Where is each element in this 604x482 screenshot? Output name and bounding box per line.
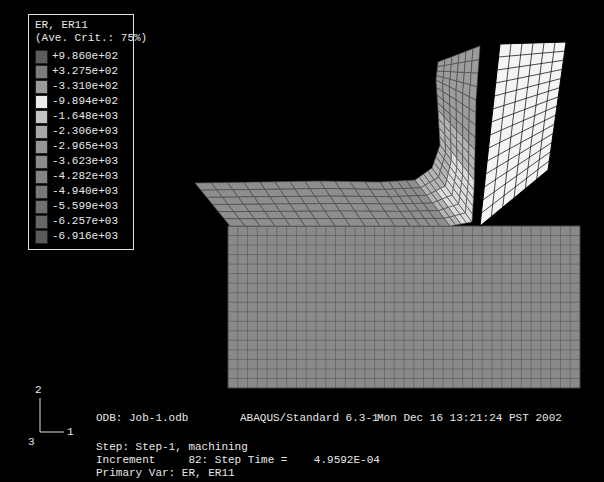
legend-value: -6.916e+03 xyxy=(52,230,118,243)
date-stamp: Mon Dec 16 13:21:24 PST 2002 xyxy=(377,412,562,425)
legend-swatch xyxy=(35,185,48,199)
legend-box: ER, ER11(Ave. Crit.: 75%) +9.860e+02 +3.27… xyxy=(28,14,134,250)
contour-legend: +9.860e+02 +3.275e+02 -3.310e+02 -9.894e+02… xyxy=(35,49,129,244)
tool-mesh xyxy=(480,42,566,226)
axis-label: 1 xyxy=(67,426,74,439)
legend-swatch xyxy=(35,170,48,184)
axis-triad xyxy=(40,398,64,432)
legend-swatch xyxy=(35,215,48,229)
legend-value: -6.257e+03 xyxy=(52,215,118,228)
legend-swatch xyxy=(35,50,48,64)
legend-value: -9.894e+02 xyxy=(52,95,118,108)
chip-mesh xyxy=(195,46,480,226)
legend-swatch xyxy=(35,230,48,244)
legend-swatch xyxy=(35,80,48,94)
odb-name: ODB: Job-1.odb xyxy=(96,412,188,425)
legend-value: -4.282e+03 xyxy=(52,170,118,183)
legend-swatch xyxy=(35,65,48,79)
legend-swatch xyxy=(35,200,48,214)
legend-value: +9.860e+02 xyxy=(52,50,118,63)
variable-name: ER, ER11 xyxy=(35,19,129,32)
legend-value: -3.623e+03 xyxy=(52,155,118,168)
axis-label: 2 xyxy=(35,384,42,397)
axis-label: 3 xyxy=(28,436,35,449)
workpiece-mesh xyxy=(228,226,580,388)
legend-value: -4.940e+03 xyxy=(52,185,118,198)
legend-swatch xyxy=(35,125,48,139)
step-info: Step: Step-1, machining xyxy=(96,441,248,454)
legend-value: -2.965e+03 xyxy=(52,140,118,153)
primary-variable: Primary Var: ER, ER11 xyxy=(96,467,235,480)
legend-value: -2.306e+03 xyxy=(52,125,118,138)
averaging-note: (Ave. Crit.: 75%) xyxy=(35,32,129,45)
increment-info: Increment 82: Step Time = 4.9592E-04 xyxy=(96,454,380,467)
solver-version: ABAQUS/Standard 6.3-1 xyxy=(240,412,379,425)
legend-swatch xyxy=(35,110,48,124)
legend-value: -1.648e+03 xyxy=(52,110,118,123)
legend-swatch xyxy=(35,140,48,154)
legend-value: -3.310e+02 xyxy=(52,80,118,93)
legend-swatch xyxy=(35,95,48,109)
legend-value: -5.599e+03 xyxy=(52,200,118,213)
legend-value: +3.275e+02 xyxy=(52,65,118,78)
legend-swatch xyxy=(35,155,48,169)
workpiece xyxy=(228,226,580,388)
